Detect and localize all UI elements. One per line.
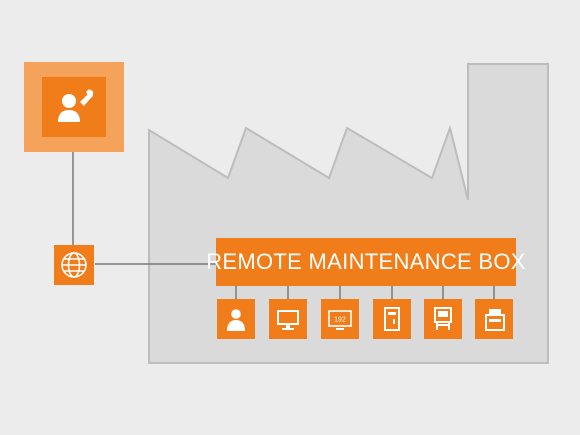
internet-node (54, 245, 94, 285)
technician-node (24, 62, 124, 152)
globe-icon (61, 252, 87, 278)
display-readout: 192 (334, 317, 346, 324)
display-192-icon: 192 (328, 310, 352, 330)
device-machine (424, 299, 462, 339)
person-icon (227, 309, 245, 331)
monitor-icon (277, 310, 299, 330)
device-display: 192 (321, 299, 359, 339)
cabinet-icon (384, 307, 400, 331)
factory-outline (148, 63, 549, 364)
user-wrench-icon (58, 89, 94, 122)
machine-icon (434, 307, 452, 330)
device-person (217, 299, 255, 339)
device-monitor (269, 299, 307, 339)
device-cabinet (373, 299, 411, 339)
remote-maintenance-box (216, 238, 516, 286)
remote-maintenance-box-label: REMOTE MAINTENANCE BOX (206, 249, 526, 274)
printer-icon (485, 309, 505, 331)
connector-lines (72, 151, 495, 299)
device-printer (475, 299, 513, 339)
